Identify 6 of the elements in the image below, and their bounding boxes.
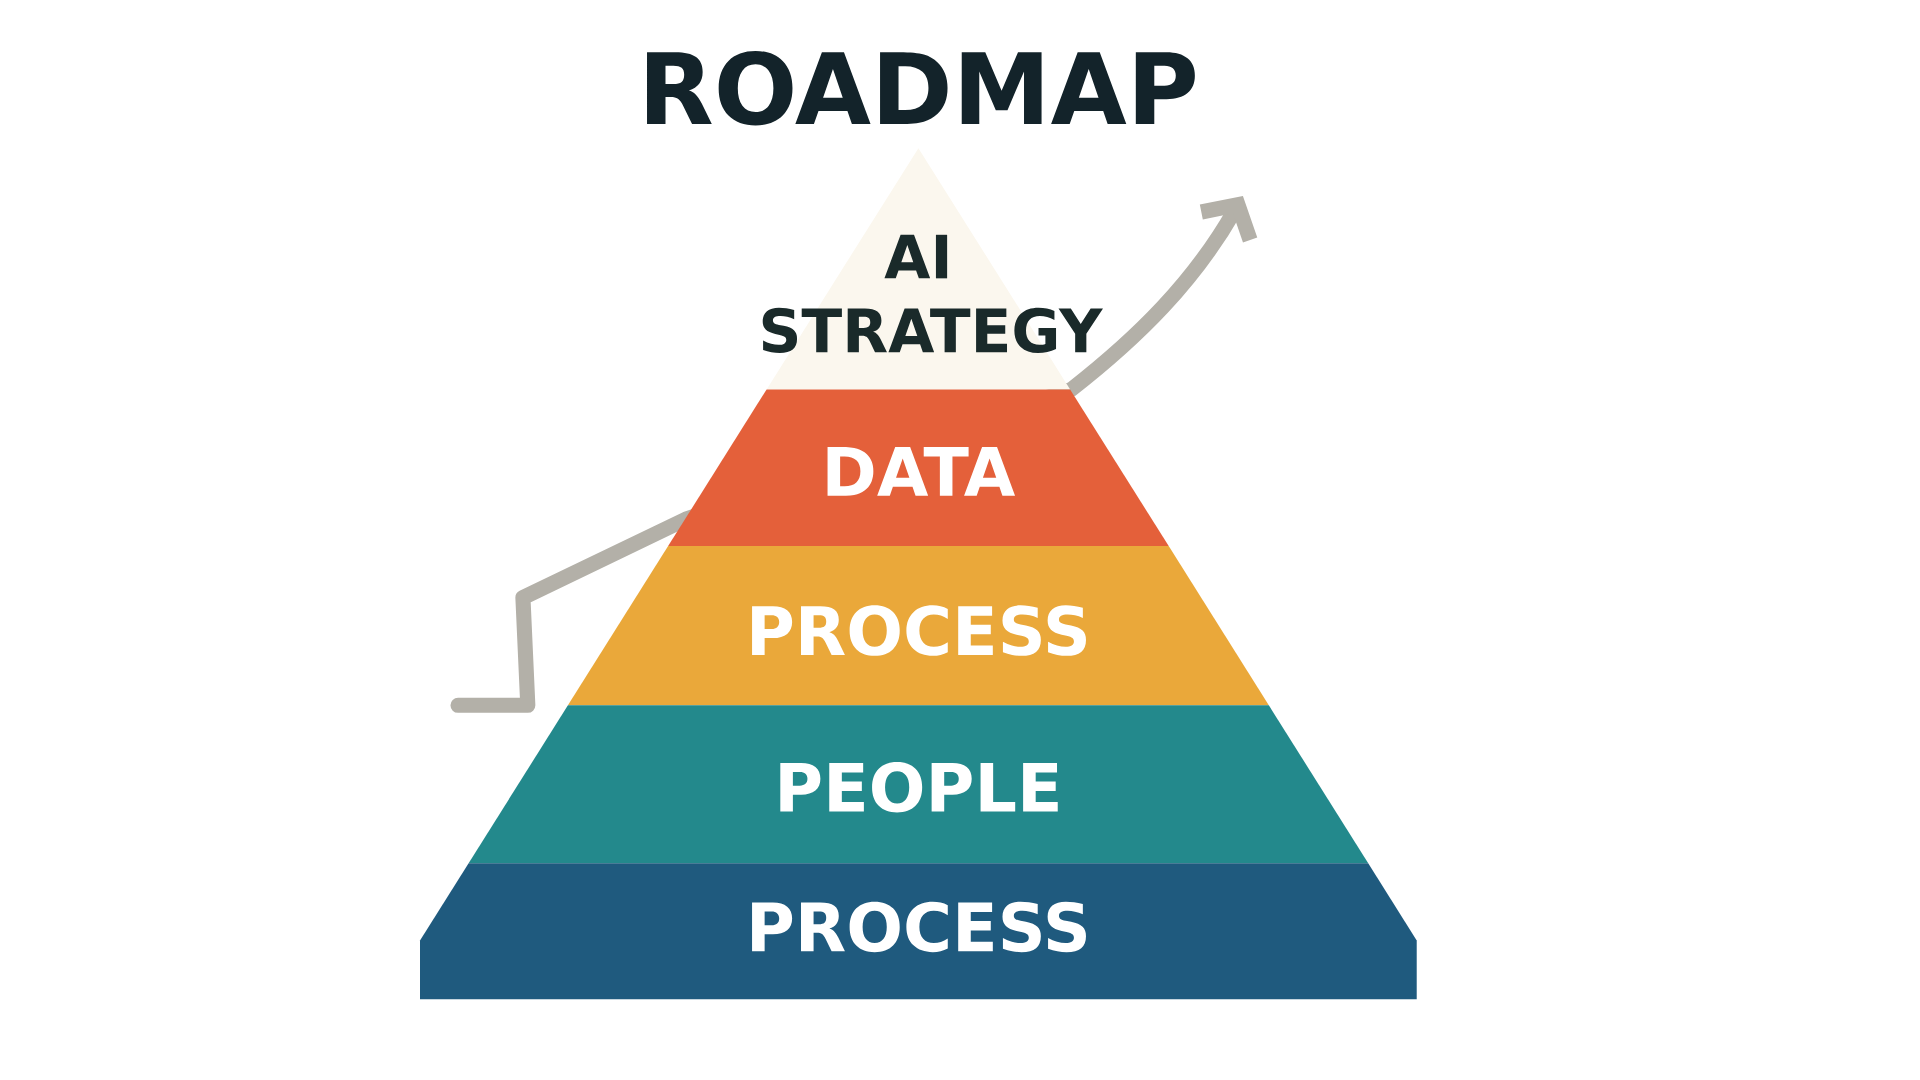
- pyramid-layer: PROCESS: [567, 546, 1269, 706]
- pyramid-layer: PROCESS: [420, 863, 1417, 1000]
- pyramid-layer: PEOPLE: [468, 705, 1369, 864]
- pyramid-layer: DATA: [668, 389, 1169, 547]
- pyramid-layer: AI STRATEGY: [762, 148, 1103, 390]
- title: ROADMAP: [647, 50, 1195, 126]
